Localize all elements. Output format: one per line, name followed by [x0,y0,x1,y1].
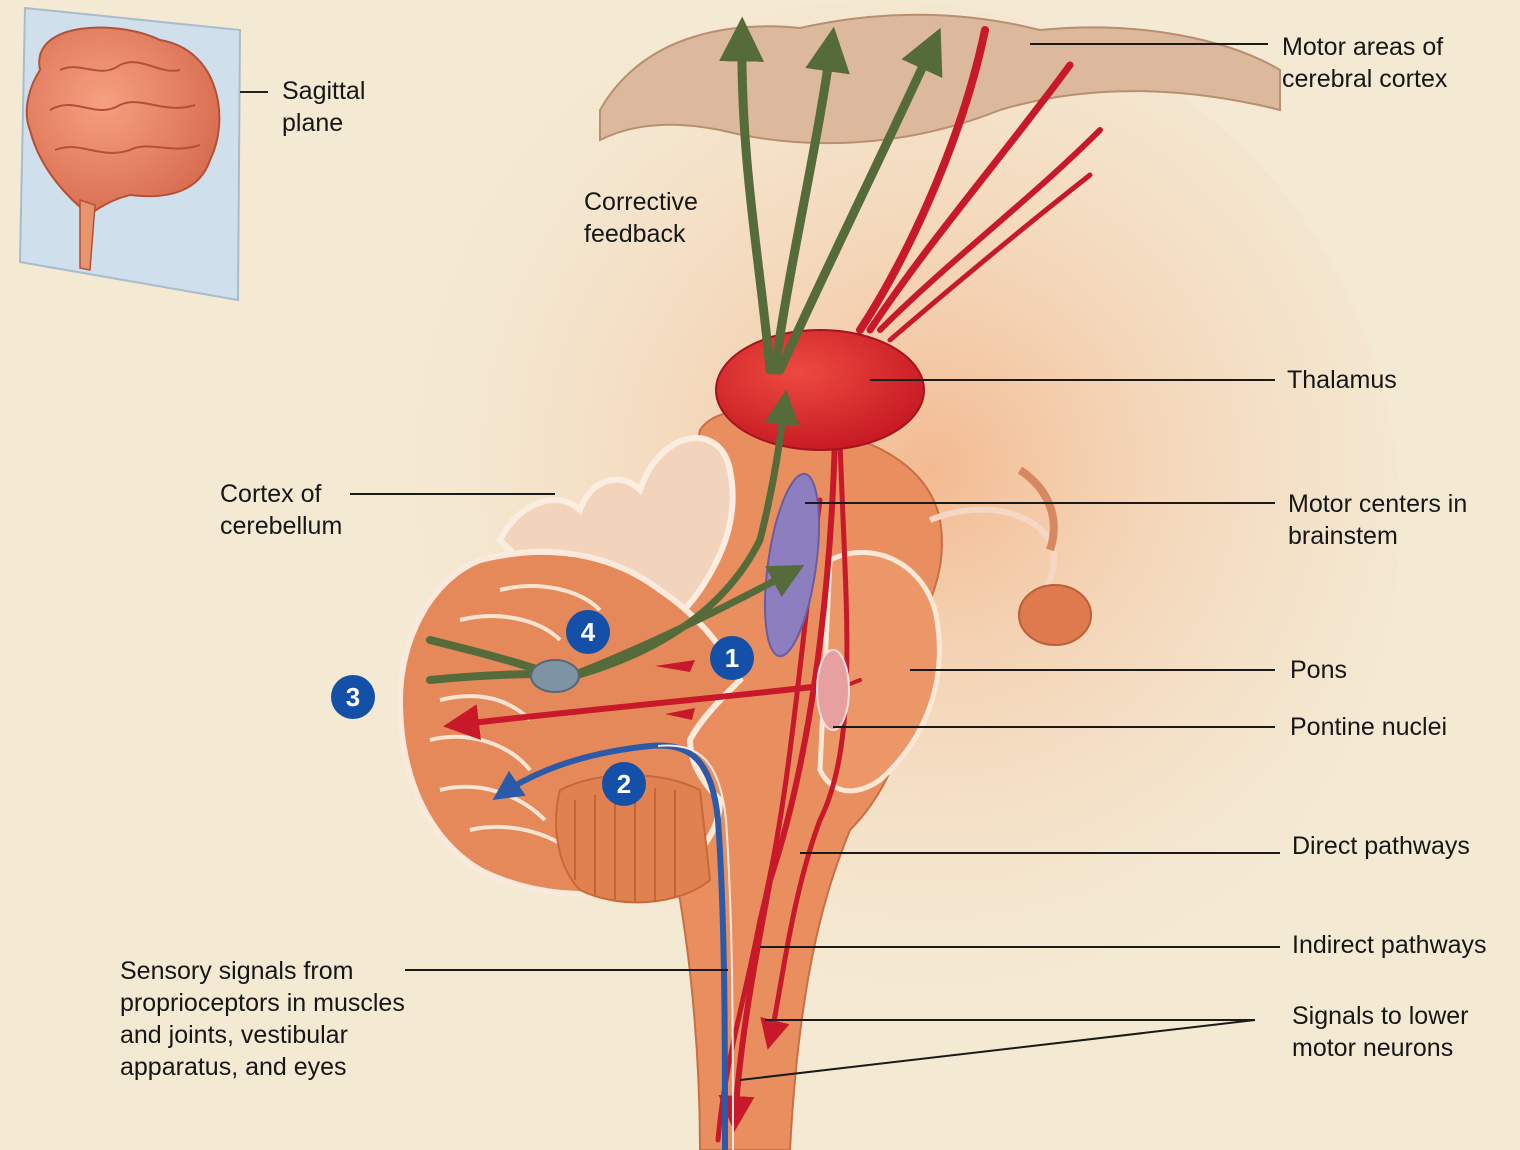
pontine-nuclei-label: Pontine nuclei [1290,711,1447,743]
sensory-signals-label: Sensory signals from proprioceptors in m… [120,955,405,1083]
step-badge-2: 2 [602,762,646,806]
signals-lower-label: Signals to lower motor neurons [1292,1000,1468,1064]
deep-cerebellar-nucleus [531,660,579,692]
motor-centers-label: Motor centers in brainstem [1288,488,1467,552]
pontine-nuclei [817,650,849,730]
pituitary [1019,585,1091,645]
motor-areas-label: Motor areas of cerebral cortex [1282,31,1447,95]
direct-pathways-label: Direct pathways [1292,830,1470,862]
step-badge-1: 1 [710,636,754,680]
corrective-feedback-label: Corrective feedback [584,186,698,250]
pons-label: Pons [1290,654,1347,686]
cortex-cerebellum-label: Cortex of cerebellum [220,478,342,542]
step-badge-3: 3 [331,675,375,719]
indirect-pathways-label: Indirect pathways [1292,929,1487,961]
sagittal-plane-label: Sagittal plane [282,75,365,139]
thalamus [716,330,924,450]
sagittal-plane-inset [20,8,240,300]
step-badge-4: 4 [566,610,610,654]
thalamus-label: Thalamus [1287,364,1397,396]
